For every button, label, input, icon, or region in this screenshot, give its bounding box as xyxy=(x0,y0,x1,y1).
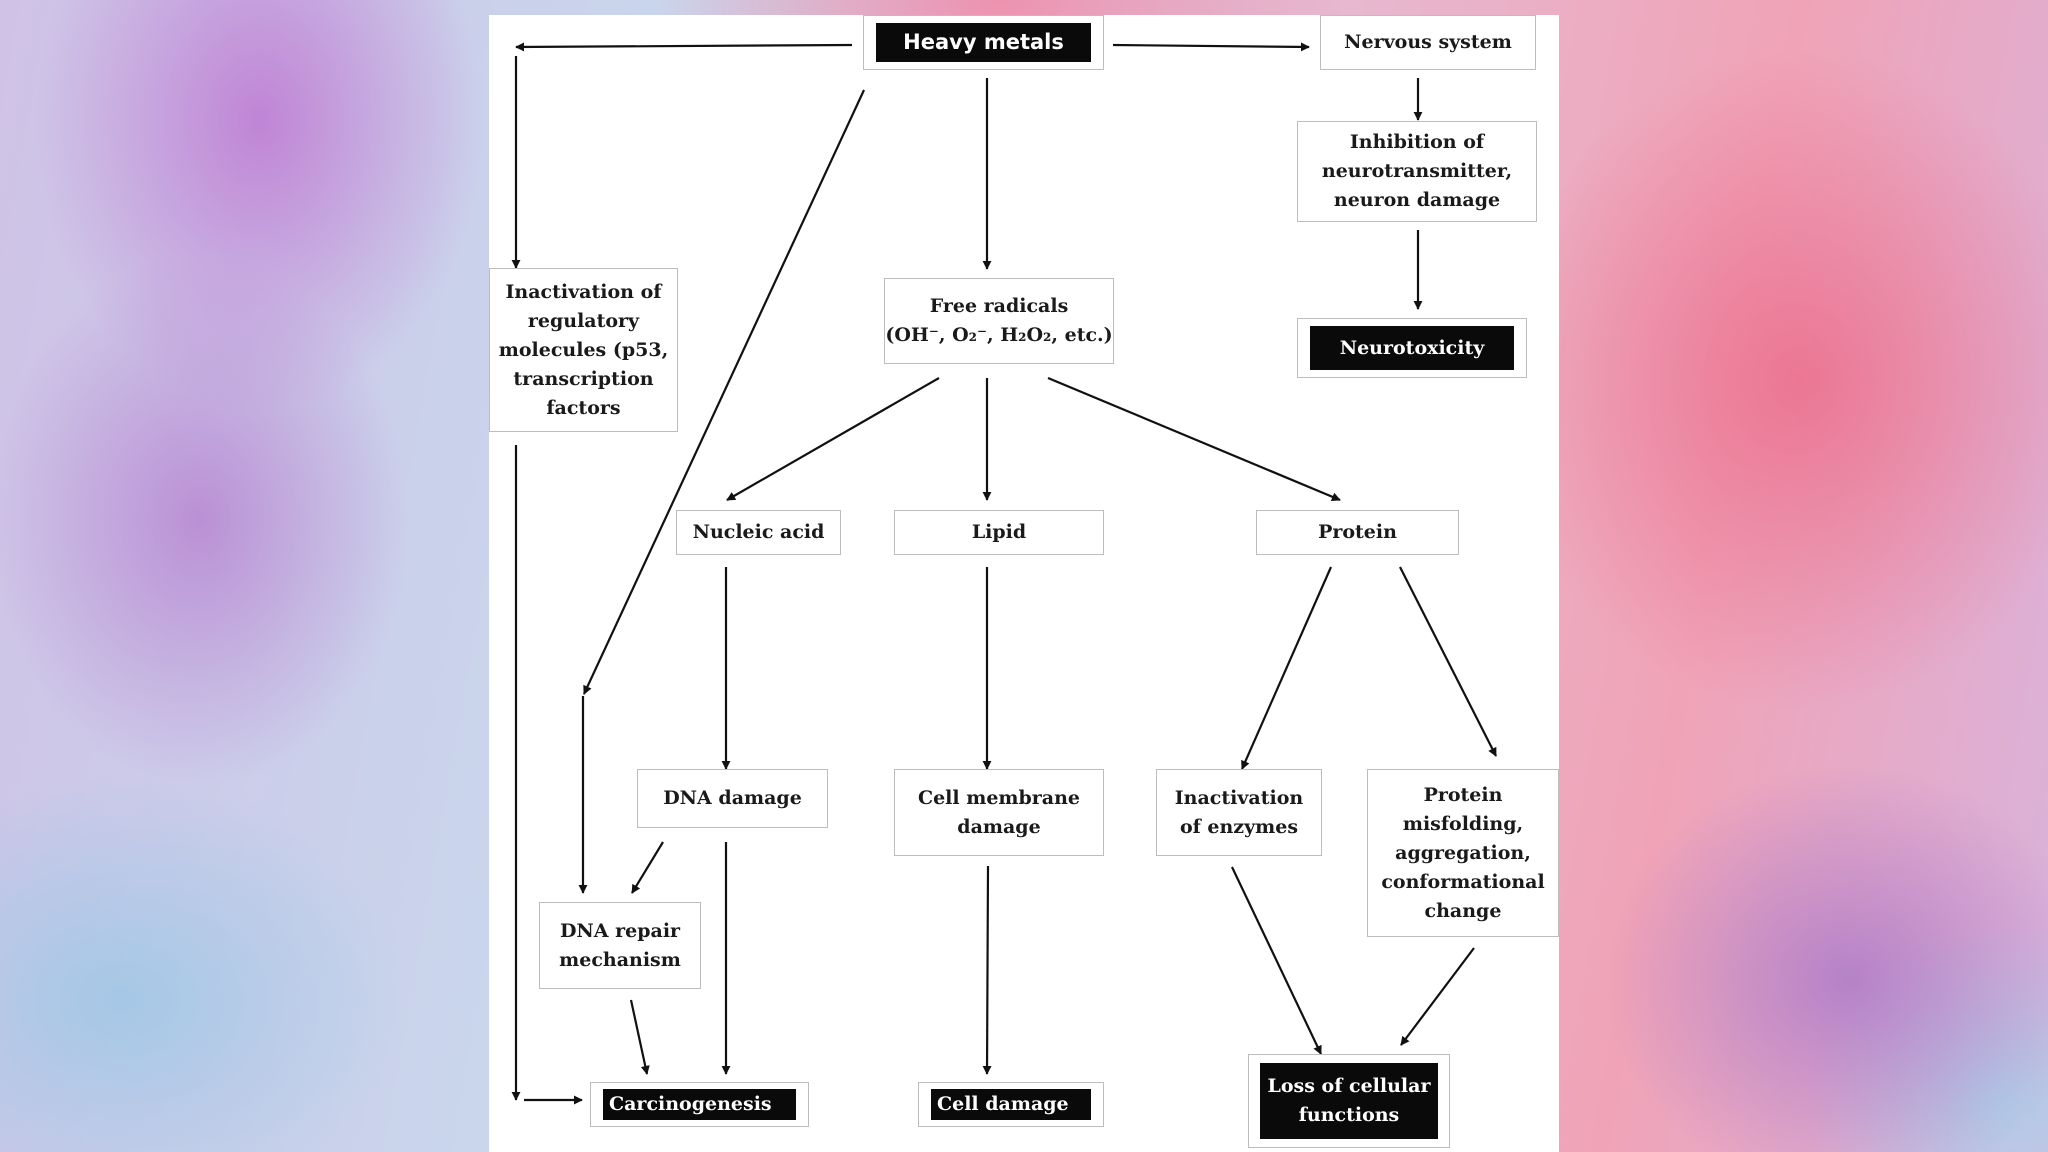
node-cell-damage: Cell damage xyxy=(918,1082,1104,1127)
node-dna-repair: DNA repair mechanism xyxy=(539,902,701,989)
node-neurotoxicity: Neurotoxicity xyxy=(1297,318,1527,378)
node-protein-misfolding: Protein misfolding, aggregation, conform… xyxy=(1367,769,1559,937)
node-protein: Protein xyxy=(1256,510,1459,555)
label-heavy-metals: Heavy metals xyxy=(876,23,1091,62)
node-cell-membrane-damage: Cell membrane damage xyxy=(894,769,1104,856)
label-cell-damage: Cell damage xyxy=(931,1089,1091,1120)
node-nucleic-acid: Nucleic acid xyxy=(676,510,841,555)
node-heavy-metals: Heavy metals xyxy=(863,15,1104,70)
label-neurotoxicity: Neurotoxicity xyxy=(1310,326,1514,370)
node-inactivation-enzymes: Inactivation of enzymes xyxy=(1156,769,1322,856)
label-carcinogenesis: Carcinogenesis xyxy=(603,1089,796,1120)
label-loss-cellular-functions: Loss of cellular functions xyxy=(1260,1063,1438,1139)
node-nervous-system: Nervous system xyxy=(1320,15,1536,70)
node-lipid: Lipid xyxy=(894,510,1104,555)
node-loss-cellular-functions: Loss of cellular functions xyxy=(1248,1054,1450,1148)
node-free-radicals: Free radicals (OH⁻, O₂⁻, H₂O₂, etc.) xyxy=(884,278,1114,364)
node-carcinogenesis: Carcinogenesis xyxy=(590,1082,809,1127)
node-dna-damage: DNA damage xyxy=(637,769,828,828)
node-inactivation-regulatory: Inactivation of regulatory molecules (p5… xyxy=(489,268,678,432)
node-inhibition-neurotransmitter: Inhibition of neurotransmitter, neuron d… xyxy=(1297,121,1537,222)
